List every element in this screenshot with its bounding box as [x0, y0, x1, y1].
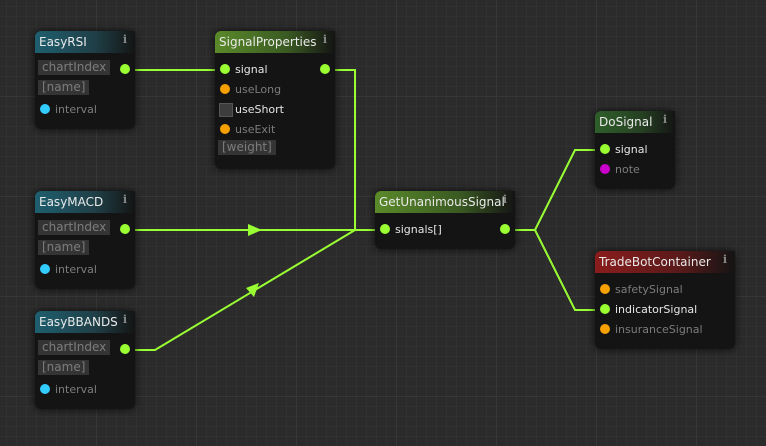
name-field[interactable]: [name]: [38, 240, 90, 255]
signals-label: signals[]: [395, 223, 442, 236]
safetysignal-label: safetySignal: [615, 283, 683, 296]
interval-port[interactable]: [40, 264, 50, 274]
useexit-port[interactable]: [220, 124, 230, 134]
useshort-label: useShort: [235, 103, 284, 116]
tradebotcontainer-node[interactable]: TradeBotContainer i safetySignal indicat…: [595, 251, 735, 349]
info-icon[interactable]: i: [722, 253, 727, 266]
signal-label: signal: [235, 63, 268, 76]
output-port[interactable]: [120, 344, 130, 354]
interval-port[interactable]: [40, 104, 50, 114]
uselong-port[interactable]: [220, 84, 230, 94]
wire-easybbands-to-getunanimous: [125, 229, 356, 351]
signalproperties-title[interactable]: SignalProperties: [215, 31, 335, 53]
indicatorsignal-label: indicatorSignal: [615, 303, 698, 316]
note-input-port[interactable]: [600, 164, 610, 174]
name-field[interactable]: [name]: [38, 360, 90, 375]
easymacd-node[interactable]: EasyMACD i chartIndex [name] interval: [35, 191, 135, 289]
info-icon[interactable]: i: [502, 193, 507, 206]
useexit-label: useExit: [235, 123, 276, 136]
indicatorsignal-port[interactable]: [600, 304, 610, 314]
signals-input-port[interactable]: [380, 224, 390, 234]
info-icon[interactable]: i: [122, 313, 127, 326]
note-label: note: [615, 163, 640, 176]
info-icon[interactable]: i: [322, 33, 327, 46]
easyrsi-title[interactable]: EasyRSI: [35, 31, 135, 53]
uselong-label: useLong: [235, 83, 282, 96]
signal-output-port[interactable]: [500, 224, 510, 234]
interval-label: interval: [55, 103, 97, 116]
interval-label: interval: [55, 383, 97, 396]
wire-arrow-macd: [248, 224, 262, 236]
signal-input-port[interactable]: [220, 64, 230, 74]
info-icon[interactable]: i: [122, 33, 127, 46]
dosignal-title[interactable]: DoSignal: [595, 111, 675, 133]
insurancesignal-label: insuranceSignal: [615, 323, 703, 336]
signal-label: signal: [615, 143, 648, 156]
info-icon[interactable]: i: [122, 193, 127, 206]
signal-output-port[interactable]: [320, 64, 330, 74]
tradebotcontainer-title[interactable]: TradeBotContainer: [595, 251, 735, 273]
useshort-checkbox[interactable]: [219, 103, 233, 117]
dosignal-node[interactable]: DoSignal i signal note: [595, 111, 675, 189]
signal-input-port[interactable]: [600, 144, 610, 154]
info-icon[interactable]: i: [662, 113, 667, 126]
chartindex-field[interactable]: chartIndex: [38, 60, 111, 75]
easymacd-title[interactable]: EasyMACD: [35, 191, 135, 213]
chartindex-field[interactable]: chartIndex: [38, 340, 111, 355]
signalproperties-node[interactable]: SignalProperties i signal useLong useSho…: [215, 31, 335, 169]
insurancesignal-port[interactable]: [600, 324, 610, 334]
interval-label: interval: [55, 263, 97, 276]
chartindex-field[interactable]: chartIndex: [38, 220, 111, 235]
safetysignal-port[interactable]: [600, 284, 610, 294]
getunanimoussignal-title[interactable]: GetUnanimousSignal: [375, 191, 515, 213]
getunanimoussignal-node[interactable]: GetUnanimousSignal i signals[]: [375, 191, 515, 249]
output-port[interactable]: [120, 64, 130, 74]
interval-port[interactable]: [40, 384, 50, 394]
wire-arrow-bbands: [246, 283, 259, 297]
output-port[interactable]: [120, 224, 130, 234]
easybbands-title[interactable]: EasyBBANDS: [35, 311, 135, 333]
wire-getunanimous-to-dosignal: [505, 149, 605, 231]
weight-field[interactable]: [weight]: [218, 140, 276, 155]
easyrsi-node[interactable]: EasyRSI i chartIndex [name] interval: [35, 31, 135, 129]
name-field[interactable]: [name]: [38, 80, 90, 95]
easybbands-node[interactable]: EasyBBANDS i chartIndex [name] interval: [35, 311, 135, 409]
